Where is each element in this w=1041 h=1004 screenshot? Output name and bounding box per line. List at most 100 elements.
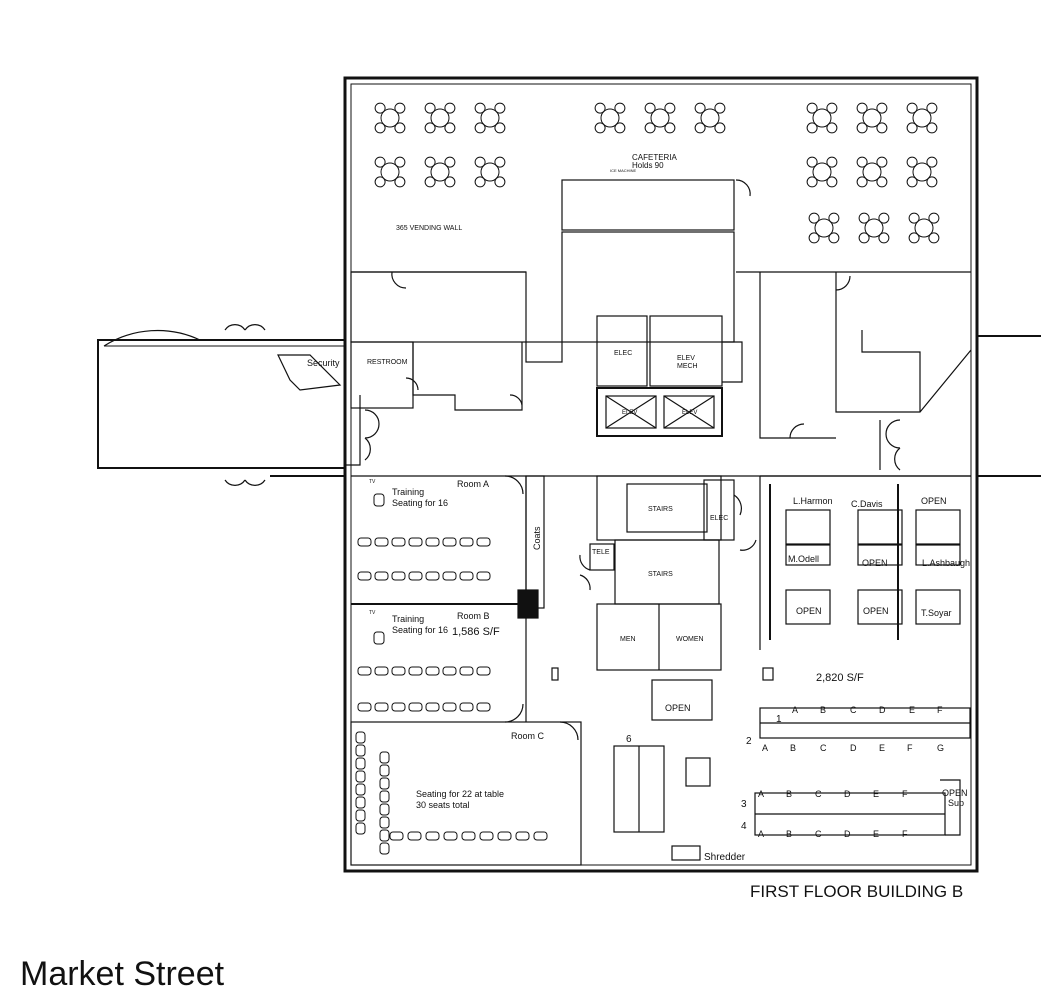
office-label: C.Davis xyxy=(851,499,883,509)
chair xyxy=(425,571,440,581)
cubicle-letter: A xyxy=(762,743,768,753)
chair xyxy=(379,842,390,855)
chair xyxy=(391,666,406,676)
pod-6-label: 6 xyxy=(626,734,632,745)
cubicle-letter: C xyxy=(850,705,857,715)
vending-wall-label: 365 VENDING WALL xyxy=(396,225,462,232)
cubicle-letter: B xyxy=(790,743,796,753)
chair xyxy=(355,757,366,770)
cafeteria-table xyxy=(474,102,506,134)
cafeteria-table xyxy=(644,102,676,134)
elev-mech-label-1: ELEV xyxy=(677,355,695,362)
chair xyxy=(442,666,457,676)
cubicle-letter: D xyxy=(879,705,886,715)
cafeteria-table xyxy=(424,156,456,188)
cafeteria-table xyxy=(374,156,406,188)
open-sup-label-1: OPEN xyxy=(942,788,968,798)
cafeteria-table xyxy=(908,212,940,244)
chair xyxy=(442,702,457,712)
cubicle-letter: C xyxy=(815,789,822,799)
cubicle-letter: D xyxy=(844,829,851,839)
cubicle-letter: F xyxy=(902,829,908,839)
chair xyxy=(425,666,440,676)
cubicle-letter: C xyxy=(820,743,827,753)
room-c-seating-label: Seating for 22 at table xyxy=(416,789,504,799)
chair xyxy=(355,770,366,783)
chair xyxy=(379,803,390,816)
chair xyxy=(476,571,491,581)
cubicle-letter: F xyxy=(937,705,943,715)
chair xyxy=(497,831,512,841)
cubicle-letter: E xyxy=(909,705,915,715)
chair xyxy=(476,702,491,712)
chair xyxy=(374,702,389,712)
women-restroom-label: WOMEN xyxy=(676,636,704,643)
chair xyxy=(533,831,548,841)
cafeteria-table xyxy=(474,156,506,188)
cubicle-letter: F xyxy=(902,789,908,799)
chair xyxy=(374,571,389,581)
chair xyxy=(391,571,406,581)
chair xyxy=(373,631,385,645)
training-2-label: Training xyxy=(392,614,424,624)
cafeteria-table xyxy=(594,102,626,134)
chair xyxy=(355,796,366,809)
chair xyxy=(379,777,390,790)
room-a-label: Room A xyxy=(457,479,489,489)
cafeteria-tables xyxy=(374,102,940,244)
restroom-label: RESTROOM xyxy=(367,359,408,366)
cubicle-letter: C xyxy=(815,829,822,839)
row-number: 1 xyxy=(776,714,782,725)
cubicle-letter: D xyxy=(850,743,857,753)
chair xyxy=(476,537,491,547)
tv-a-label: TV xyxy=(369,479,376,485)
cubicle-letter: E xyxy=(873,789,879,799)
chair xyxy=(459,702,474,712)
chair xyxy=(408,702,423,712)
cafeteria-table xyxy=(906,156,938,188)
chair xyxy=(379,764,390,777)
cubicle-letter: F xyxy=(907,743,913,753)
chair xyxy=(357,537,372,547)
chair xyxy=(459,666,474,676)
room-labels: CAFETERIA Holds 90 365 VENDING WALL ICE … xyxy=(307,153,968,863)
chair xyxy=(374,537,389,547)
men-restroom-label: MEN xyxy=(620,636,636,643)
room-c-total-label: 30 seats total xyxy=(416,800,470,810)
elec-lower-label: ELEC xyxy=(710,515,728,522)
chair xyxy=(408,571,423,581)
chair xyxy=(355,822,366,835)
tele-label: TELE xyxy=(592,549,610,556)
entrance-doors[interactable] xyxy=(103,324,901,486)
cubicle-letter: A xyxy=(758,789,764,799)
core-walls xyxy=(350,179,972,439)
chair xyxy=(408,537,423,547)
chair xyxy=(374,666,389,676)
cafeteria-table xyxy=(806,102,838,134)
cubicle-letter: B xyxy=(786,829,792,839)
cafeteria-table xyxy=(424,102,456,134)
chair xyxy=(459,537,474,547)
stairs-1-label: STAIRS xyxy=(648,506,673,513)
elevator-1-label: ELEV xyxy=(622,410,637,416)
chair xyxy=(442,537,457,547)
cubicle-letter: A xyxy=(792,705,798,715)
cafeteria-table xyxy=(858,212,890,244)
cubicle-letter: B xyxy=(820,705,826,715)
floor-title: FIRST FLOOR BUILDING B xyxy=(750,882,964,901)
cubicle-rows xyxy=(613,679,971,861)
seating-16-b-label: Seating for 16 xyxy=(392,625,448,635)
cubicle-letter: E xyxy=(873,829,879,839)
elevator-2-label: ELEV xyxy=(682,410,697,416)
cafeteria-table xyxy=(856,102,888,134)
chair xyxy=(515,831,530,841)
open-sup-label-2: Sup xyxy=(948,798,964,808)
cubicle-letter: G xyxy=(937,743,944,753)
open-office-walls xyxy=(759,475,971,650)
chair xyxy=(391,702,406,712)
chair xyxy=(379,829,390,842)
chair xyxy=(355,731,366,744)
exterior-walls xyxy=(97,76,1041,873)
chair xyxy=(357,702,372,712)
shredder-label: Shredder xyxy=(704,852,746,863)
